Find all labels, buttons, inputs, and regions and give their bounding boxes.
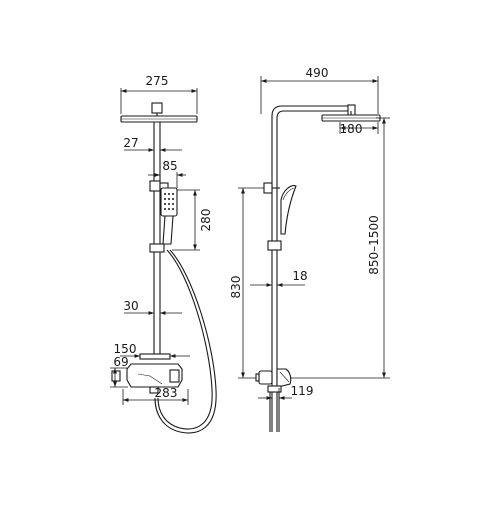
shower-hose-front xyxy=(157,249,213,430)
dim-total-height: 850–1500 xyxy=(290,117,390,379)
shower-head-side xyxy=(321,111,381,122)
hand-shower-holder-side xyxy=(263,182,273,194)
dim-slider-offset-label: 18 xyxy=(292,269,307,283)
dim-mixer-width-label: 283 xyxy=(155,386,178,400)
dim-head-width: 275 xyxy=(120,74,198,114)
thermostatic-mixer-side xyxy=(255,368,292,387)
dim-head-depth: 180 xyxy=(340,122,379,136)
dim-holder-offset-label: 85 xyxy=(162,159,177,173)
dim-holder-height: 280 xyxy=(172,189,213,251)
dim-total-height-label: 850–1500 xyxy=(367,215,381,274)
dim-mixer-height: 69 xyxy=(110,355,129,388)
dim-holder-to-mixer: 830 xyxy=(229,187,264,379)
front-view: 275 27 85 280 30 xyxy=(110,74,217,434)
slider-front xyxy=(149,243,165,253)
hand-shower-side xyxy=(280,185,297,235)
hand-shower-front xyxy=(160,187,178,245)
dim-spout-reach-label: 119 xyxy=(291,384,314,398)
dim-arm-offset: 27 xyxy=(123,136,182,152)
dim-mixer-width: 283 xyxy=(122,386,189,405)
dim-mixer-height-label: 69 xyxy=(113,355,128,369)
dim-head-depth-label: 180 xyxy=(340,122,363,136)
dim-holder-height-label: 280 xyxy=(199,209,213,232)
dim-spout-reach: 119 xyxy=(258,384,313,404)
slider-side xyxy=(267,240,282,251)
shower-head-front xyxy=(120,102,198,123)
dim-pipe-offset-label: 30 xyxy=(123,299,138,313)
dim-slider-offset: 18 xyxy=(250,269,308,287)
dim-mixer-depth-label: 150 xyxy=(114,342,137,356)
dim-arm-offset-label: 27 xyxy=(123,136,138,150)
dim-head-width-label: 275 xyxy=(146,74,169,88)
dim-pipe-offset: 30 xyxy=(123,299,182,315)
dim-mixer-depth: 150 xyxy=(114,342,190,358)
dim-arm-reach: 490 xyxy=(260,66,379,114)
dim-holder-offset: 85 xyxy=(148,159,186,188)
dim-arm-reach-label: 490 xyxy=(306,66,329,80)
dim-holder-to-mixer-label: 830 xyxy=(229,276,243,299)
riser-pipe-front xyxy=(153,122,161,356)
side-view: 490 180 850–1500 830 18 xyxy=(229,66,390,432)
